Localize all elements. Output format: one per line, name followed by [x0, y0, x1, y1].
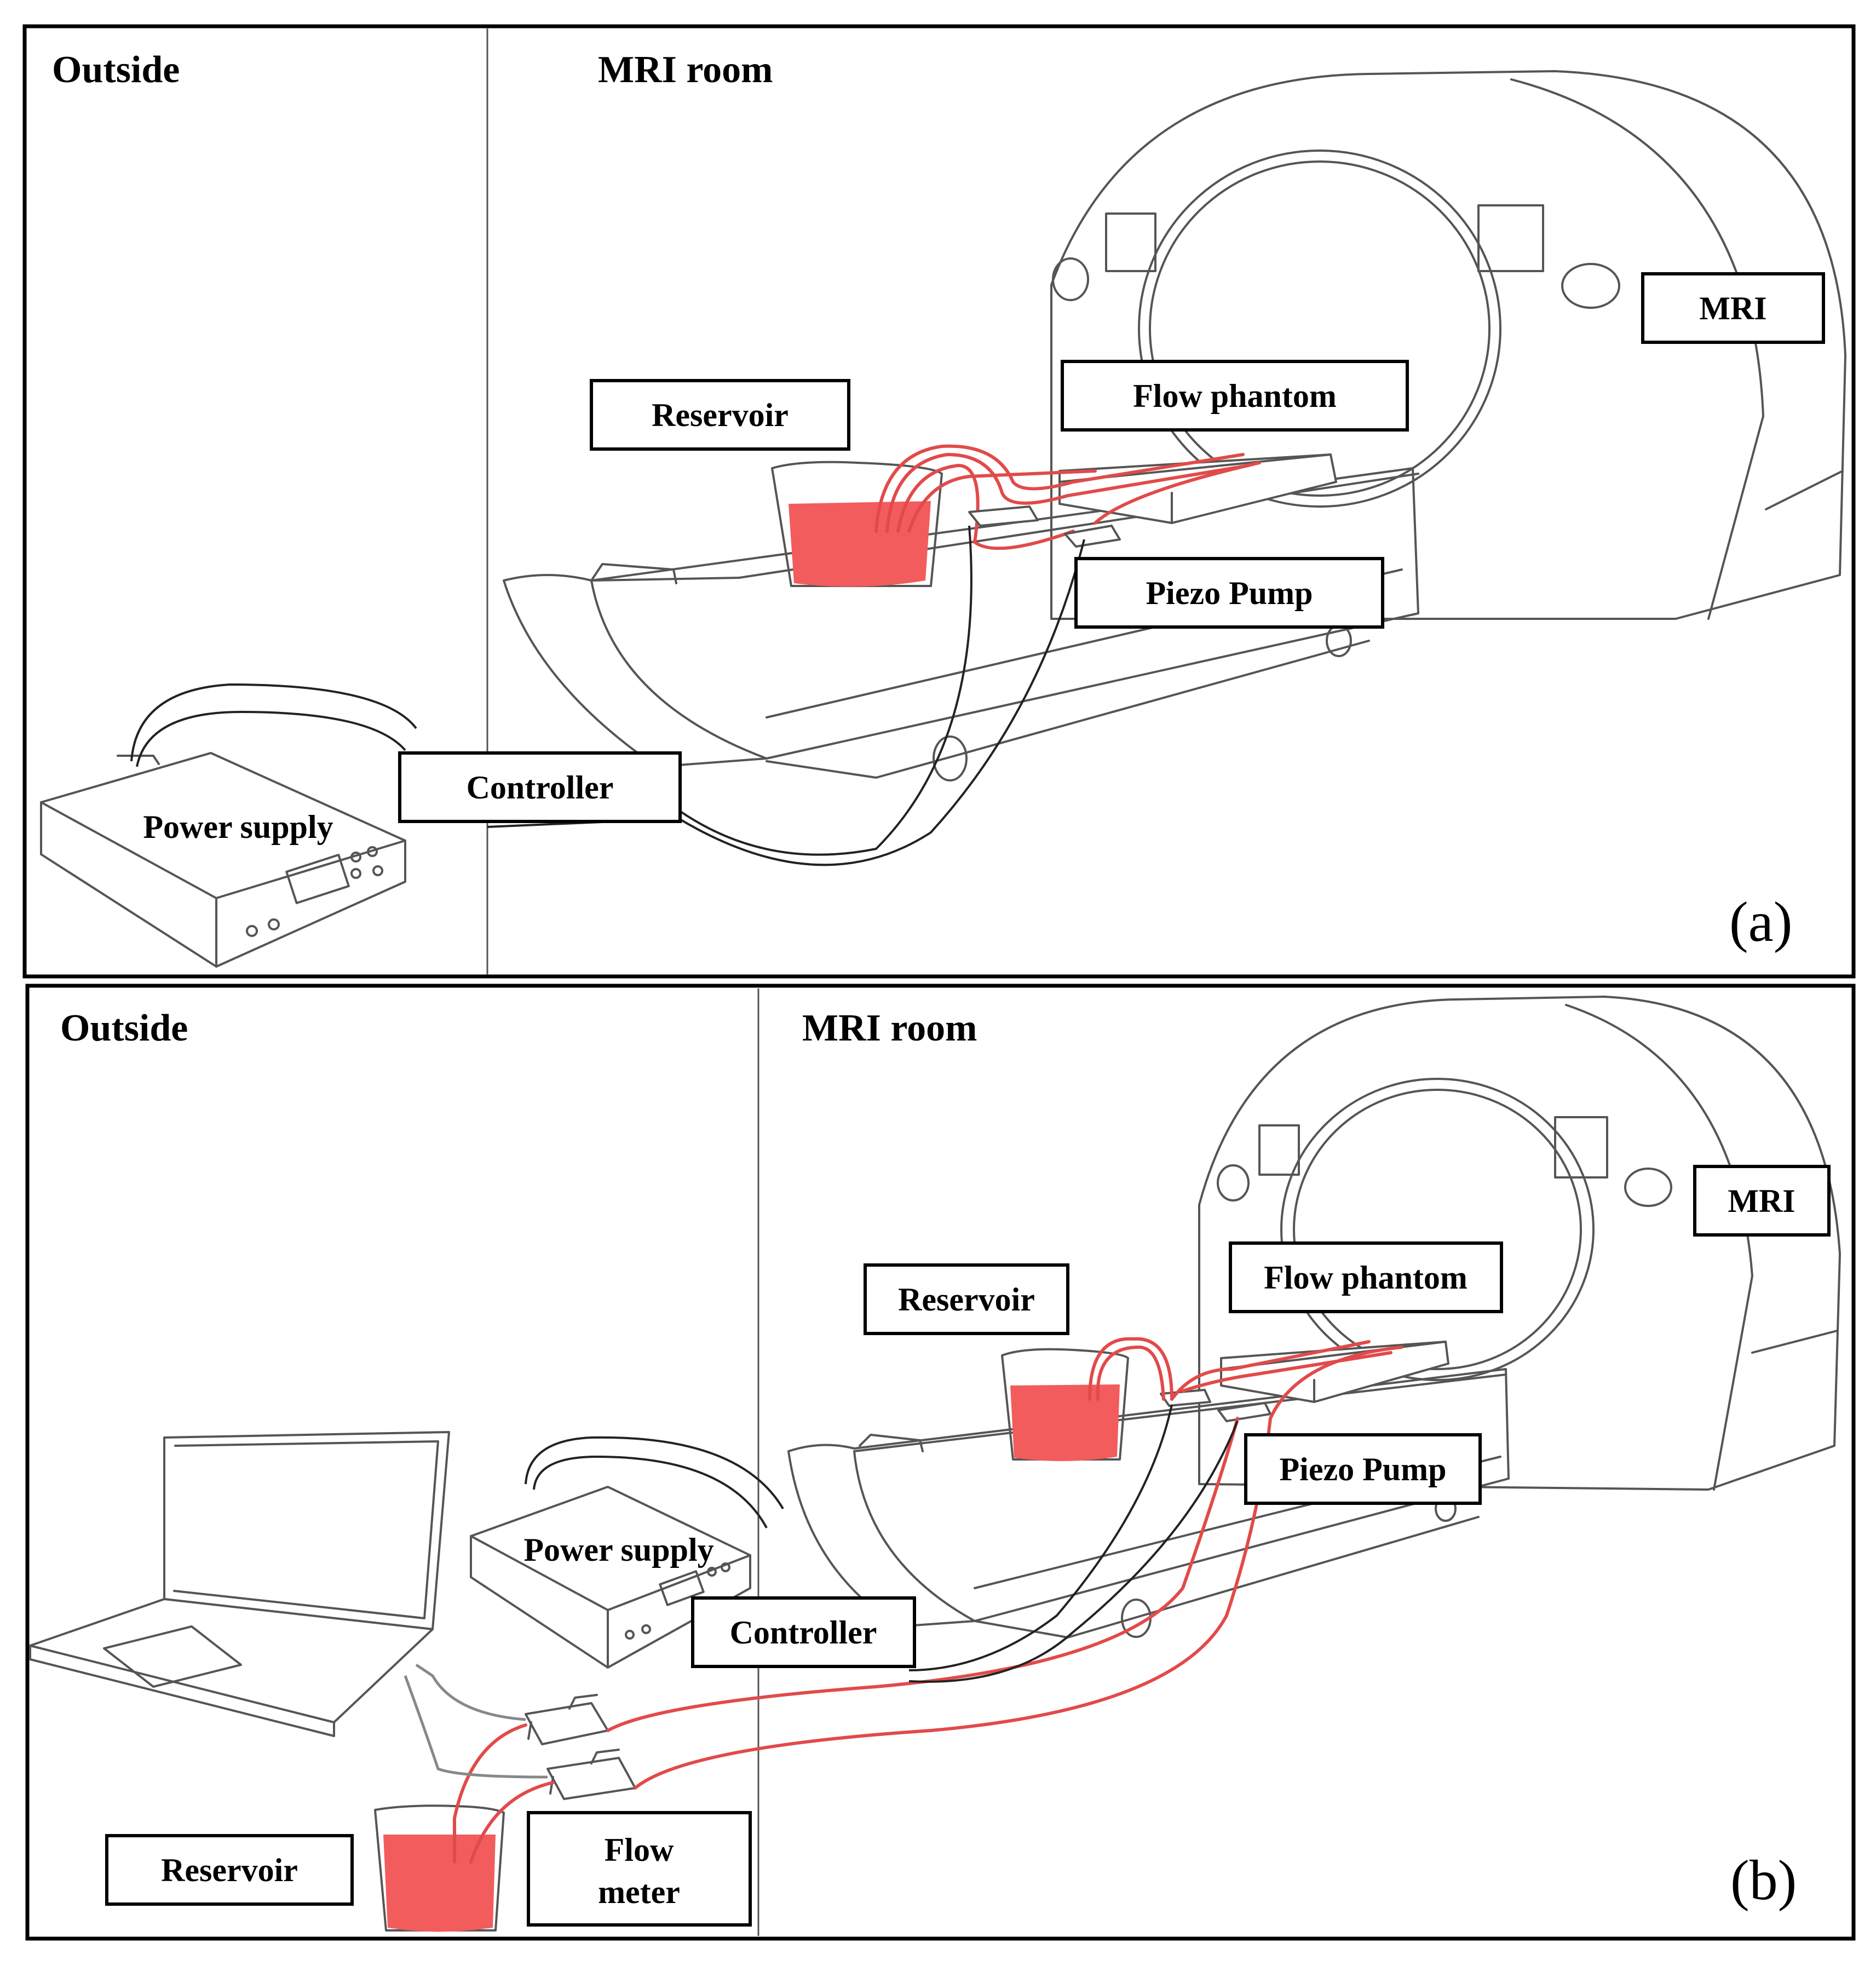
panel-b-reservoir-beaker-room [1001, 1348, 1129, 1462]
panel-b-power-supply-label: Power supply [523, 1532, 713, 1568]
panel-b-cables [404, 1404, 1239, 1779]
panel-b-zone-outside: Outside [60, 1007, 188, 1049]
panel-a-mri-label: MRI [1699, 290, 1766, 326]
panel-a-zone-mri-room: MRI room [598, 49, 773, 91]
panel-b-tubing [453, 1337, 1403, 1864]
panel-b-couch [787, 1368, 1510, 1639]
panel-b-mri-label: MRI [1728, 1183, 1795, 1219]
panel-b: Outside MRI room [25, 984, 1856, 1941]
panel-b-reservoir-outside-label: Reservoir [161, 1852, 298, 1888]
panel-b-flow-phantom-block [1220, 1341, 1449, 1403]
panel-b-flow-meter-box [527, 1811, 752, 1927]
panel-b-tag: (b) [1730, 1849, 1797, 1912]
panel-b-reservoir-outside-box [105, 1834, 354, 1906]
panel-a-tag: (a) [1729, 890, 1792, 953]
panel-a-frame [22, 24, 1856, 979]
panel-b-controller-label: Controller [730, 1614, 877, 1651]
panel-a-mri-box [1641, 272, 1825, 344]
panel-b-flow-meter-label-line1: Flow [605, 1832, 674, 1868]
panel-a-mri-scanner [1050, 70, 1846, 620]
panel-b-piezo-pump-label: Piezo Pump [1280, 1451, 1447, 1487]
panel-a-zone-outside: Outside [52, 49, 180, 91]
panel-a-power-supply-label: Power supply [143, 809, 333, 845]
panel-a-tubing [874, 444, 1261, 550]
panel-b-piezo-pump-box [1244, 1433, 1482, 1505]
panel-b-reservoir-room-box [864, 1263, 1069, 1335]
panel-b-controller-box [691, 1596, 916, 1668]
panel-a-piezo-pumps [968, 505, 1121, 548]
panel-a-flow-phantom-box [1061, 360, 1409, 432]
panel-a: Outside MRI room [22, 24, 1856, 979]
panel-a-reservoir-label: Reservoir [652, 397, 789, 433]
panel-b-laptop [29, 1431, 450, 1737]
panel-b-frame [25, 984, 1856, 1941]
panel-b-mri-box [1693, 1165, 1831, 1237]
panel-b-zone-mri-room: MRI room [802, 1007, 977, 1049]
panel-b-flow-phantom-box [1229, 1241, 1503, 1313]
panel-b-power-supply-unit [470, 1486, 751, 1669]
panel-a-power-supply-unit [40, 752, 406, 968]
panel-a-reservoir-box [590, 379, 850, 451]
panel-b-reservoir-room-label: Reservoir [898, 1281, 1035, 1318]
panel-a-piezo-pump-box [1074, 557, 1384, 629]
panel-a-piezo-pump-label: Piezo Pump [1146, 575, 1313, 611]
panel-b-flow-meter-label-line2: meter [598, 1874, 680, 1910]
panel-a-controller-box [398, 751, 682, 823]
panel-b-flow-meters [525, 1694, 636, 1800]
panel-b-flow-phantom-label: Flow phantom [1264, 1260, 1468, 1296]
panel-a-flow-phantom-label: Flow phantom [1133, 378, 1337, 414]
panel-a-controller-label: Controller [467, 769, 614, 806]
